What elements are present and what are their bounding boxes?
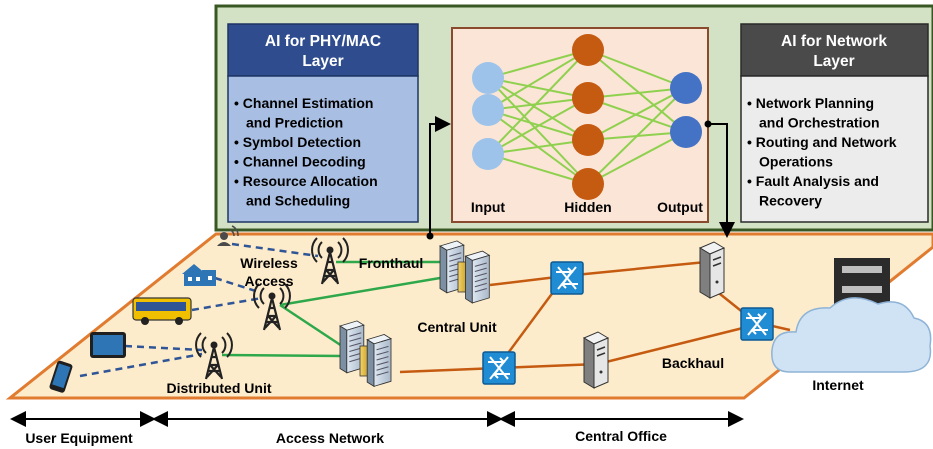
nn-edge-input-2-hidden-0: [487, 49, 589, 155]
wireless-access-label-line1: Wireless: [240, 255, 298, 271]
network-switch-icon: [740, 307, 774, 341]
internet-label: Internet: [812, 377, 864, 393]
fronthaul-label: Fronthaul: [359, 255, 424, 271]
arrow-to-input: [429, 116, 451, 236]
user-icon: [217, 225, 239, 246]
network-layer-list: • Network Planning and Orchestration • Rou…: [747, 95, 897, 209]
nn-edge-hidden-1-output-0: [587, 87, 687, 99]
fronthaul-link-4: [221, 353, 343, 358]
arrow-origin-dot: [426, 232, 434, 240]
network-layer-list-item-2-line-1: Recovery: [759, 193, 822, 209]
phone-icon: [49, 360, 73, 393]
hidden-layer-label: Hidden: [564, 199, 611, 215]
central-unit-server-icon: [439, 240, 490, 304]
house-icon: [182, 264, 216, 286]
hidden-node-2: [572, 124, 604, 156]
nn-edge-input-1-hidden-1: [487, 97, 589, 111]
nn-edge-input-0-hidden-1: [487, 77, 589, 99]
network-layer-title-line1: AI for Network: [781, 33, 887, 50]
output-layer-label: Output: [657, 199, 703, 215]
hidden-node-1: [572, 82, 604, 114]
wireless-link-tablet: [124, 344, 203, 352]
wireless-link-phone: [79, 352, 203, 378]
nn-edge-input-0-hidden-2: [487, 77, 589, 141]
phy-mac-list-item-2-line-0: • Channel Decoding: [234, 154, 366, 170]
central-office-label: Central Office: [575, 428, 667, 444]
phy-mac-title-line1: AI for PHY/MAC: [265, 33, 381, 50]
output-node-1: [670, 116, 702, 148]
wireless-link-user: [231, 242, 319, 258]
fronthaul-link-3: [279, 303, 346, 350]
nn-edge-hidden-3-output-1: [587, 131, 687, 185]
phy-mac-box: AI for PHY/MAC Layer • Channel Estimatio…: [227, 23, 419, 223]
nn-edge-hidden-2-output-0: [587, 87, 687, 141]
network-layer-list-item-2-line-0: • Fault Analysis and: [747, 173, 879, 189]
distributed-unit-label: Distributed Unit: [167, 380, 272, 396]
network-layer-list-item-1-line-0: • Routing and Network: [747, 134, 897, 150]
phy-mac-list-item-3-line-0: • Resource Allocation: [234, 173, 378, 189]
network-layer-box: AI for Network Layer • Network Planning a…: [740, 23, 929, 223]
tablet-icon: [90, 332, 126, 358]
hidden-node-0: [572, 34, 604, 66]
nn-edge-hidden-0-output-1: [587, 49, 687, 133]
input-node-2: [472, 138, 504, 170]
network-switch-icon: [550, 261, 584, 295]
server-tower-icon: [582, 331, 610, 389]
backhaul-link-du-switch: [399, 366, 499, 374]
access-network-label: Access Network: [276, 430, 384, 446]
network-layer-title-line2: Layer: [813, 53, 854, 70]
phy-mac-title-line2: Layer: [302, 53, 343, 70]
phy-mac-header: [227, 23, 419, 77]
input-node-0: [472, 62, 504, 94]
phy-mac-list: • Channel Estimation and Prediction • Symb…: [234, 95, 378, 209]
neural-network-nodes: [472, 34, 702, 200]
nn-edge-hidden-3-output-0: [587, 87, 687, 185]
fronthaul-links: [221, 260, 441, 358]
input-layer-label: Input: [471, 199, 506, 215]
server-tower-icon: [698, 241, 726, 299]
bus-icon: [132, 297, 192, 325]
wireless-access-label-line2: Access: [244, 273, 293, 289]
backhaul-label: Backhaul: [662, 355, 724, 371]
phy-mac-list-item-0-line-1: and Prediction: [246, 115, 343, 131]
nn-edge-input-2-hidden-2: [487, 139, 589, 155]
user-equipment-label: User Equipment: [25, 430, 133, 446]
phy-mac-list-item-1-line-0: • Symbol Detection: [234, 134, 361, 150]
phy-mac-body: [227, 75, 419, 223]
arrow-from-output: [708, 123, 735, 238]
distributed-unit-server-icon: [339, 320, 392, 387]
fronthaul-link-2: [279, 276, 441, 307]
network-switch-icon: [482, 351, 516, 385]
network-layer-header: [740, 23, 929, 77]
nn-edge-input-2-hidden-3: [487, 153, 589, 185]
phy-mac-list-item-0-line-0: • Channel Estimation: [234, 95, 373, 111]
network-layer-list-item-0-line-0: • Network Planning: [747, 95, 874, 111]
ai-feedback-arrows: [426, 116, 735, 240]
arrow-output-dot: [704, 120, 712, 128]
neural-network-edges: [487, 49, 687, 185]
network-layer-list-item-1-line-1: Operations: [759, 154, 833, 170]
nn-edge-hidden-0-output-0: [587, 49, 687, 89]
network-layer-list-item-0-line-1: and Orchestration: [759, 115, 880, 131]
nn-edge-input-0-hidden-3: [487, 77, 589, 185]
phy-mac-list-item-3-line-1: and Scheduling: [246, 193, 350, 209]
central-unit-label: Central Unit: [417, 319, 497, 335]
neural-network: Input Hidden Output: [451, 27, 709, 223]
output-node-0: [670, 72, 702, 104]
hidden-node-3: [572, 168, 604, 200]
network-layer-body: [740, 75, 929, 223]
nn-edge-input-1-hidden-0: [487, 49, 589, 111]
nn-edge-input-2-hidden-1: [487, 97, 589, 155]
cloud-icon: [771, 297, 932, 373]
input-node-1: [472, 94, 504, 126]
nn-edge-input-0-hidden-0: [487, 49, 589, 79]
